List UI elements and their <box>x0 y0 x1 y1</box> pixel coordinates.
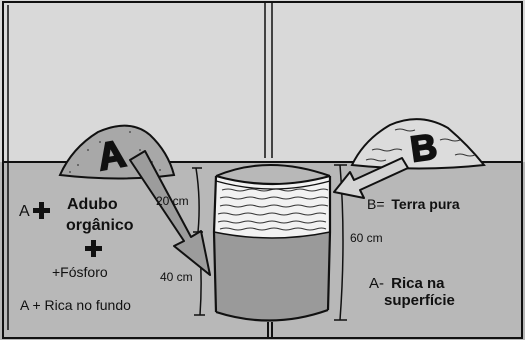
rica-na-label: A- Rica na <box>369 275 445 292</box>
plus-icon-1 <box>33 202 50 219</box>
fosforo-label: +Fósforo <box>52 264 108 280</box>
pile-b <box>350 118 486 170</box>
depth-total-label: 60 cm <box>350 231 383 245</box>
depth-bottom-label: 40 cm <box>160 270 193 284</box>
pit-bottom-layer <box>214 232 330 321</box>
compost-pit <box>212 164 332 338</box>
organico-label: orgânico <box>66 217 134 234</box>
pile-a-letter: A <box>94 133 128 179</box>
arrow-pile-a-to-bottom <box>129 150 211 276</box>
terra-pura-label: B= Terra pura <box>367 196 460 212</box>
depth-top-label: 20 cm <box>156 194 189 208</box>
pit-top-layer <box>214 176 330 238</box>
left-a-label: A <box>19 203 30 220</box>
rica-no-fundo-label: A + Rica no fundo <box>20 297 131 313</box>
pile-b-letter: B <box>408 125 439 169</box>
superficie-label: superfície <box>384 292 455 309</box>
plus-icon-2 <box>85 240 102 257</box>
arrow-pile-b-to-top <box>333 157 409 199</box>
adubo-label: Adubo <box>67 196 118 213</box>
